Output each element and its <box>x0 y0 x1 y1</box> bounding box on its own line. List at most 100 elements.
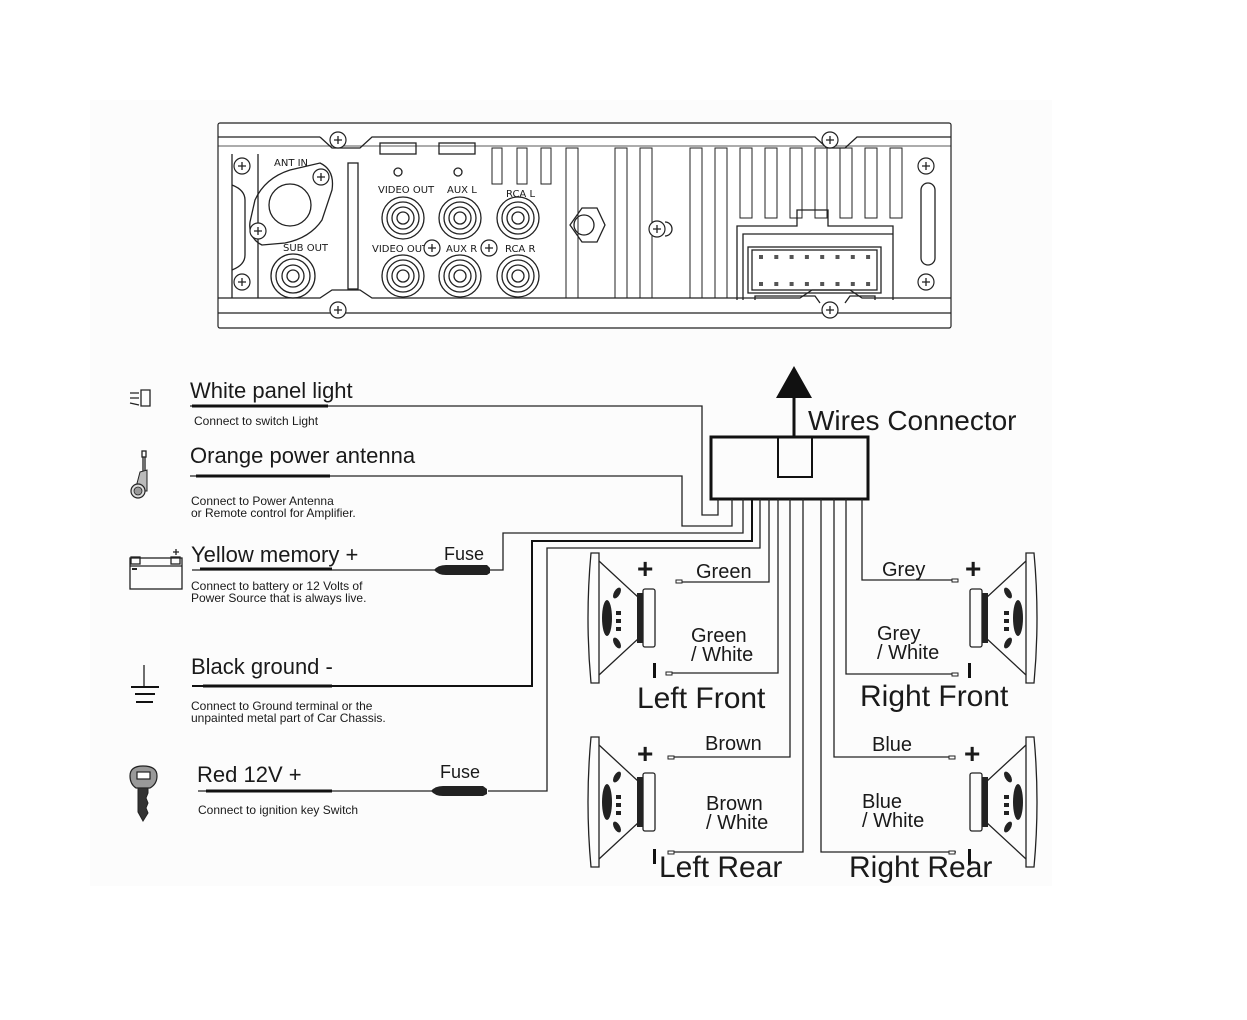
legend-yellow-memory: Yellow memory + Fuse Connect to battery … <box>129 542 490 605</box>
negative-wire-label: / White <box>691 644 753 666</box>
negative-terminal-icon <box>653 849 656 864</box>
vent-slot <box>516 147 528 185</box>
iso-connector-socket <box>736 209 894 304</box>
wire-black-ground <box>192 499 753 687</box>
aux-r-jack <box>438 254 482 298</box>
heat-sink-fin <box>689 147 703 299</box>
screw-icon <box>917 273 935 291</box>
wire-title: Yellow memory + <box>191 542 358 567</box>
negative-wire-label: Grey <box>877 623 920 645</box>
connector-pin <box>804 255 809 259</box>
screw-icon <box>233 273 251 291</box>
positive-wire-label: Green <box>696 561 752 583</box>
speaker-name: Right Front <box>860 680 1009 713</box>
wire-grey-white <box>845 499 955 675</box>
vent-slot <box>540 147 552 185</box>
screw-icon <box>821 131 839 149</box>
rca-r-label: RCA R <box>505 244 535 255</box>
speakers: + - Green Green / White Left Front + <box>587 552 1038 884</box>
wire-green-white <box>668 499 779 674</box>
positive-sign: + <box>637 738 653 769</box>
screw-icon <box>917 157 935 175</box>
negative-terminal-icon <box>968 663 971 678</box>
wire-blue-white <box>820 499 956 853</box>
wire-blue <box>833 499 952 758</box>
fuse-icon <box>434 565 490 575</box>
heat-sink-fin <box>714 147 728 299</box>
legend-white-panel-light: White panel light Connect to switch Ligh… <box>129 378 353 428</box>
heat-sink-fin <box>614 147 628 299</box>
wires-connector-label: Wires Connector <box>808 405 1017 436</box>
aux-l-label: AUX L <box>447 185 477 196</box>
speaker-icon <box>587 552 656 684</box>
speaker-name: Left Front <box>637 682 766 715</box>
panel-light-icon <box>129 389 151 407</box>
heat-sink-fins <box>491 147 903 299</box>
power-wire-legend: White panel light Connect to switch Ligh… <box>129 378 490 822</box>
wire-brown-white <box>670 499 804 853</box>
ignition-key-icon <box>129 765 158 822</box>
connector-pin <box>850 255 855 259</box>
connector-pin <box>759 282 763 286</box>
negative-wire-label: Blue <box>862 791 902 813</box>
wire-title: Orange power antenna <box>190 443 416 468</box>
heat-sink-fin <box>764 147 778 219</box>
screw-icon <box>329 131 347 149</box>
video-out-top-jack <box>381 196 425 240</box>
connector-pin <box>866 255 871 259</box>
antenna-port <box>249 162 334 246</box>
connector-pin <box>820 282 825 286</box>
heat-sink-fin <box>789 147 803 219</box>
screw-icon <box>312 168 330 186</box>
wire-description: Connect to Ground terminal or the <box>191 699 373 713</box>
negative-terminal-icon <box>968 849 971 864</box>
video-out-bottom-label: VIDEO OUT <box>372 244 429 255</box>
wire-orange-power-antenna <box>190 475 733 527</box>
wire-description: Connect to ignition key Switch <box>198 803 358 817</box>
negative-terminal-icon <box>653 663 656 678</box>
fuse-icon <box>431 786 487 796</box>
connector-pin <box>774 282 779 286</box>
rca-l-label: RCA L <box>506 189 535 200</box>
speaker-icon <box>587 736 656 868</box>
speaker-left-front: + - Green Green / White Left Front <box>587 552 766 715</box>
heat-sink-fin <box>814 147 828 219</box>
negative-wire-label: Green <box>691 625 747 647</box>
screw-icon <box>233 157 251 175</box>
aux-r-label: AUX R <box>446 244 477 255</box>
fuse-label: Fuse <box>440 762 480 782</box>
speaker-icon <box>969 736 1038 868</box>
legend-orange-power-antenna: Orange power antenna Connect to Power An… <box>130 443 416 520</box>
heat-sink-fin <box>839 147 853 219</box>
connector-pin <box>759 255 763 259</box>
speaker-name: Left Rear <box>659 851 782 884</box>
wires-connector: Wires Connector <box>709 366 1017 501</box>
wire-grey <box>861 499 955 581</box>
positive-wire-label: Brown <box>705 733 762 755</box>
speaker-name: Right Rear <box>849 851 992 884</box>
negative-wire-label: / White <box>862 810 924 832</box>
heat-sink-fin <box>565 147 579 299</box>
screw-icon <box>480 239 498 257</box>
wire-white-panel-light <box>190 405 719 516</box>
wire-title: White panel light <box>190 378 353 403</box>
screw-icon <box>423 239 441 257</box>
connector-pin <box>789 255 794 259</box>
wire-description: unpainted metal part of Car Chassis. <box>191 711 386 725</box>
video-out-top-label: VIDEO OUT <box>378 185 435 196</box>
screw-icon <box>648 220 673 238</box>
aux-l-jack <box>438 196 482 240</box>
sub-out-label: SUB OUT <box>283 243 329 254</box>
vent-slot <box>491 147 503 185</box>
wire-description: Connect to battery or 12 Volts of <box>191 579 363 593</box>
positive-wire-label: Blue <box>872 734 912 756</box>
fuse-label: Fuse <box>444 544 484 564</box>
negative-wire-label: Brown <box>706 793 763 815</box>
wire-green <box>680 499 770 583</box>
wire-description: Power Source that is always live. <box>191 591 366 605</box>
connector-pin <box>835 282 840 286</box>
video-out-bottom-jack <box>381 254 425 298</box>
connector-pin <box>804 282 809 286</box>
rca-l-jack <box>496 196 540 240</box>
